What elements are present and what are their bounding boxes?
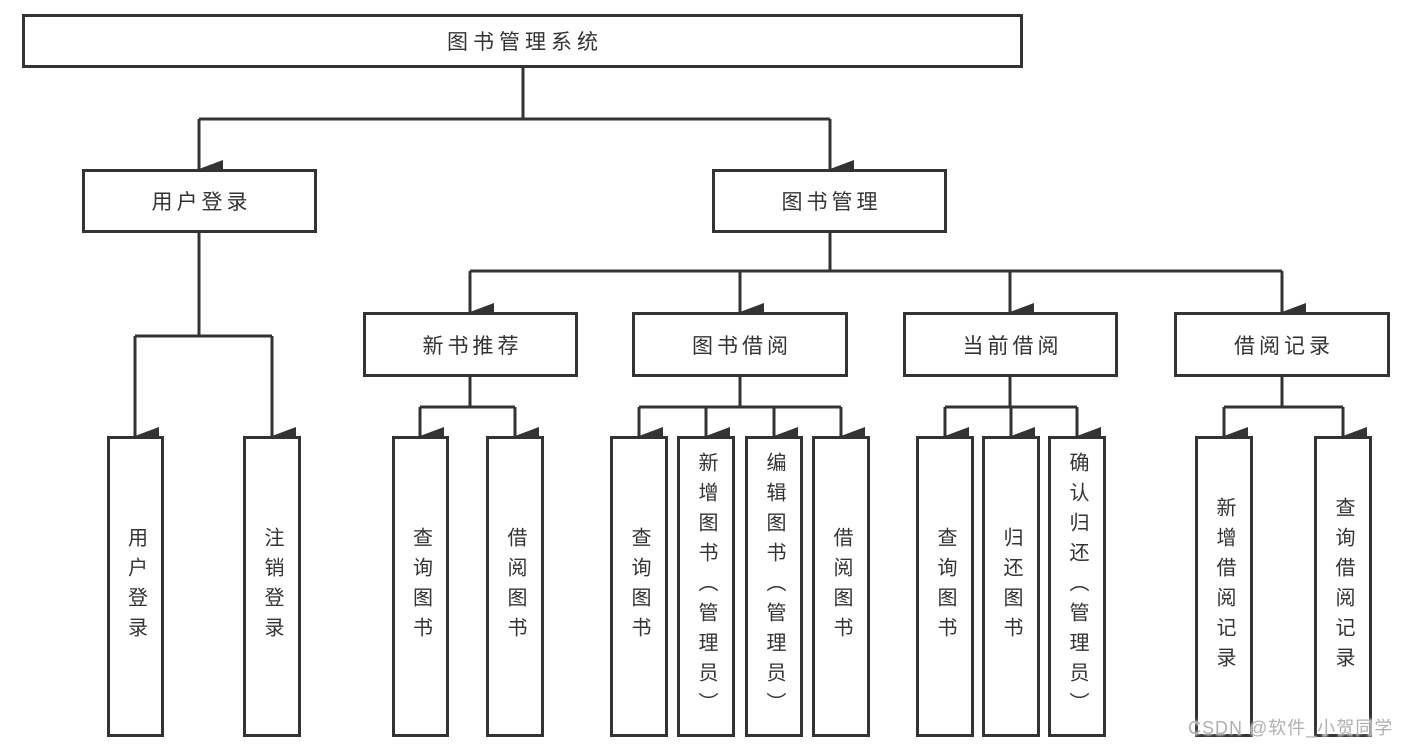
node-borrowing-records: 借阅记录 [1174,312,1390,377]
leaf-label: 借阅图书 [504,526,526,647]
node-user-login: 用户登录 [82,169,317,233]
leaf-query-borrow-record: 查询借阅记录 [1314,436,1372,737]
leaf-query-books-recommend: 查询图书 [392,436,449,737]
leaf-label: 编辑图书（管理员） [763,451,785,722]
leaf-borrow-books-recommend: 借阅图书 [486,436,544,737]
node-label: 当前借阅 [962,334,1063,358]
leaf-label: 借阅图书 [830,526,852,647]
leaf-label: 查询图书 [628,526,650,647]
leaf-query-books-borrow: 查询图书 [610,436,668,737]
leaf-label: 新增图书（管理员） [695,451,717,722]
leaf-edit-books-admin: 编辑图书（管理员） [745,436,803,737]
node-label: 图书借阅 [692,334,792,358]
node-current-borrowing: 当前借阅 [903,312,1118,377]
node-book-management: 图书管理 [712,169,947,233]
node-label: 借阅记录 [1234,334,1334,358]
leaf-label: 查询图书 [409,526,432,647]
leaf-query-books-current: 查询图书 [916,436,974,737]
node-label: 新书推荐 [422,334,523,358]
leaf-label: 归还图书 [1000,526,1022,647]
node-label: 用户登录 [151,191,252,214]
leaf-borrow-books: 借阅图书 [812,436,870,737]
node-book-borrowing: 图书借阅 [632,312,848,377]
leaf-confirm-return-admin: 确认归还（管理员） [1048,436,1106,737]
node-book-management-system: 图书管理系统 [22,14,1023,68]
leaf-label: 查询图书 [934,526,956,647]
leaf-label: 查询借阅记录 [1332,496,1354,677]
leaf-logout: 注销登录 [243,436,301,737]
leaf-label: 用户登录 [124,526,147,647]
leaf-return-books: 归还图书 [982,436,1040,737]
leaf-label: 新增借阅记录 [1213,496,1235,677]
leaf-add-borrow-record: 新增借阅记录 [1195,436,1253,737]
leaf-label: 注销登录 [261,526,283,647]
leaf-add-books-admin: 新增图书（管理员） [677,436,735,737]
watermark-csdn: CSDN @软件_小贺同学 [1188,718,1394,738]
leaf-user-login: 用户登录 [107,436,164,737]
leaf-label: 确认归还（管理员） [1066,451,1088,722]
node-new-book-recommend: 新书推荐 [363,312,578,377]
node-label: 图书管理 [781,191,882,214]
node-label: 图书管理系统 [447,31,603,54]
